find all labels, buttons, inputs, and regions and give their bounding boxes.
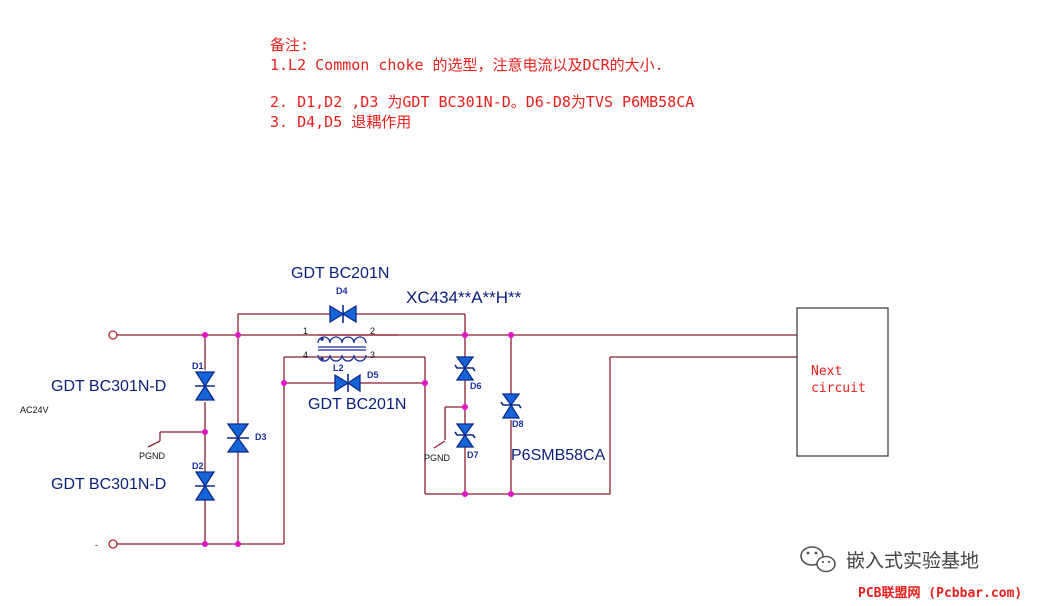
minus-label: - [95, 540, 98, 550]
input-voltage-label: AC24V [20, 405, 49, 415]
d8-tvs [500, 393, 522, 419]
pgnd-right-symbol [433, 440, 446, 449]
d4-part-label: GDT BC201N [291, 265, 389, 282]
d6-tvs [454, 356, 476, 381]
notes-block: 备注: 1.L2 Common choke 的选型，注意电流以及DCR的大小. … [270, 36, 694, 131]
next-circuit-box [796, 307, 889, 457]
d2-ref-label: D2 [192, 461, 204, 471]
note-line-3: 3. D4,D5 退耦作用 [270, 113, 411, 131]
next-circuit-line-2: circuit [811, 381, 866, 396]
common-mode-choke [317, 334, 398, 362]
input-terminal-bottom [108, 539, 118, 549]
d6-ref-label: D6 [470, 381, 482, 391]
choke-part-label: XC434**A**H** [406, 288, 522, 307]
pgnd-right-label: PGND [424, 453, 451, 463]
note-line-2: 2. D1,D2 ,D3 为GDT BC301N-D。D6-D8为TVS P6M… [270, 93, 694, 111]
choke-pin-2: 2 [370, 326, 375, 336]
d7-tvs [454, 423, 476, 448]
d1-gdt [194, 371, 216, 401]
watermark-name: 嵌入式实验基地 [846, 550, 979, 572]
d8-ref-label: D8 [512, 419, 524, 429]
pgnd-left-label: PGND [139, 451, 166, 461]
d5-gdt [334, 373, 361, 393]
pgnd-left-symbol [147, 432, 161, 448]
next-circuit-line-1: Next [811, 364, 842, 379]
wires [117, 313, 797, 545]
choke-pin-4: 4 [303, 350, 308, 360]
note-line-1: 1.L2 Common choke 的选型，注意电流以及DCR的大小. [270, 56, 664, 74]
d3-gdt [226, 423, 250, 453]
d4-ref-label: D4 [336, 286, 348, 296]
d3-ref-label: D3 [255, 432, 267, 442]
d2-gdt [194, 471, 216, 501]
notes-heading: 备注: [270, 36, 309, 54]
choke-ref-label: L2 [333, 363, 344, 373]
d1-part-label: GDT BC301N-D [51, 378, 166, 395]
choke-pin-3: 3 [370, 350, 375, 360]
watermark-site: PCB联盟网 (Pcbbar.com) [858, 585, 1022, 601]
d7-ref-label: D7 [467, 450, 479, 460]
choke-pin-1: 1 [303, 326, 308, 336]
d1-ref-label: D1 [192, 361, 204, 371]
d4-gdt [329, 304, 357, 324]
input-terminal-top [108, 330, 118, 340]
d2-part-label: GDT BC301N-D [51, 476, 166, 493]
junction-dots [202, 332, 514, 547]
d8-part-label: P6SMB58CA [511, 447, 606, 464]
d5-ref-label: D5 [367, 370, 379, 380]
wechat-icon [800, 546, 836, 573]
d5-part-label: GDT BC201N [308, 396, 406, 413]
